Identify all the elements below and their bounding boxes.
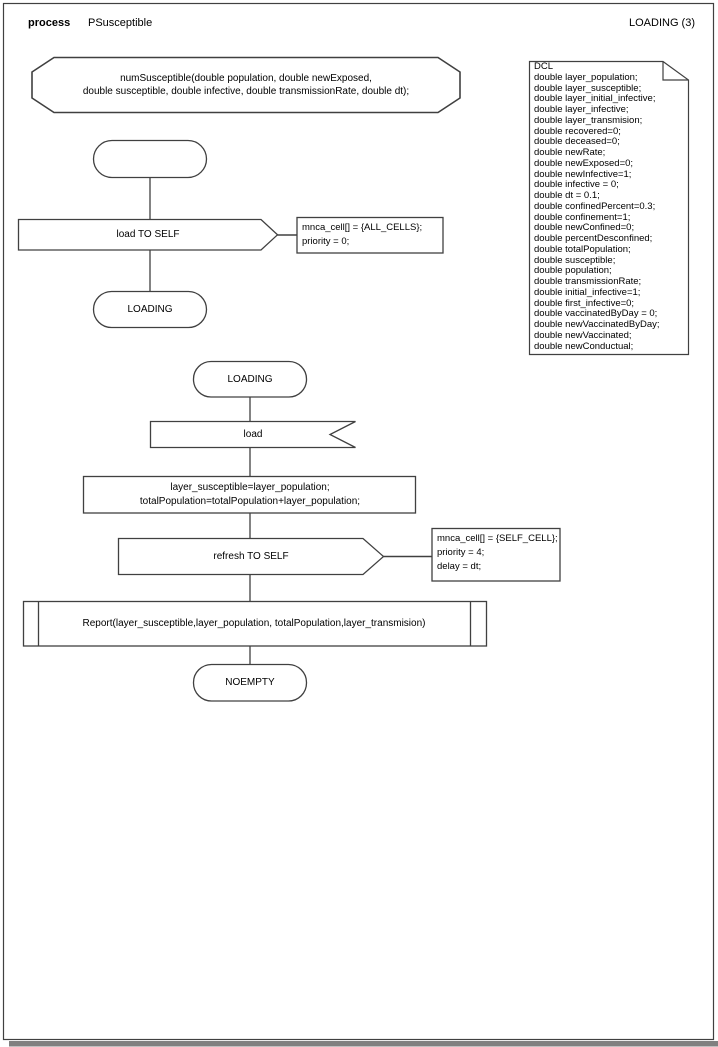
comment-refresh-shape[interactable] [431, 527, 561, 582]
dcl-title: DCL [534, 61, 554, 72]
dcl-note-text: DCL double layer_population;double layer… [534, 61, 686, 352]
task-text: layer_susceptible=layer_population;total… [139, 482, 361, 507]
start-state-shape[interactable] [92, 139, 208, 179]
input-load-shape[interactable] [149, 420, 356, 449]
output-refresh-shape[interactable] [117, 537, 385, 576]
page-shadow [9, 1041, 718, 1047]
state-noempty-label: NOEMPTY [225, 677, 275, 688]
procedure-call-shape[interactable] [22, 600, 488, 647]
process-kind-label: process [28, 17, 71, 29]
procedure-declaration-shape[interactable] [31, 56, 461, 114]
comment-refresh-text: mnca_cell[] = {SELF_CELL};priority = 4;d… [437, 533, 558, 572]
comment-load-shape[interactable] [296, 216, 444, 254]
state-loading-mid-shape[interactable] [192, 360, 308, 398]
procedure-declaration-text: numSusceptible(double population, double… [82, 72, 410, 98]
page-state-label: LOADING (3) [628, 17, 695, 29]
state-loading-top-shape[interactable] [92, 290, 208, 329]
dcl-lines: double layer_population;double layer_sus… [534, 71, 660, 352]
procedure-call-label: Report(layer_susceptible,layer_populatio… [82, 618, 426, 629]
input-load-label: load [243, 428, 263, 440]
process-name-label: PSusceptible [88, 17, 153, 29]
task-shape[interactable] [82, 475, 417, 514]
output-refresh-label: refresh TO SELF [213, 551, 289, 562]
dcl-note-shape[interactable] [528, 60, 690, 356]
state-loading-mid-label: LOADING [227, 373, 273, 385]
output-load-shape[interactable] [17, 218, 279, 251]
output-load-label: load TO SELF [116, 229, 180, 240]
comment-load-text: mnca_cell[] = {ALL_CELLS};priority = 0; [302, 222, 423, 247]
state-loading-top-label: LOADING [127, 303, 173, 315]
state-noempty-shape[interactable] [192, 663, 308, 702]
dcl-note-fold-corner [662, 61, 689, 81]
